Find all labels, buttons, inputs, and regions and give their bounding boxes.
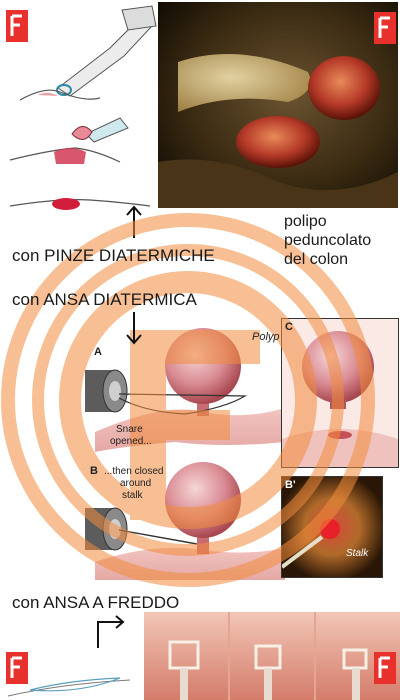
brand-logo-icon [374, 12, 396, 44]
caption-polipo: polipo peduncolato del colon [284, 212, 371, 269]
label-closed-1: ...then closed [104, 466, 164, 477]
label-stalk: Stalk [346, 548, 369, 559]
panel-b-prime [281, 476, 383, 578]
caption-polipo-line3: del colon [284, 251, 349, 268]
endoscopy-photo [158, 2, 398, 208]
label-panel-a: A [94, 346, 102, 358]
label-panel-c: C [285, 321, 293, 333]
brand-logo-icon [6, 652, 28, 684]
caption-ansa-diatermica: con ANSA DIATERMICA [12, 290, 197, 309]
caption-ansa-freddo: con ANSA A FREDDO [12, 593, 180, 612]
label-panel-b: B [90, 465, 98, 477]
arrow-up-icon [126, 205, 142, 238]
forceps-probe-1 [56, 5, 157, 97]
cold-snare-sketch [7, 677, 131, 697]
panel-c [281, 318, 399, 468]
label-snare-opened-1: Snare [116, 424, 143, 435]
arrow-down-icon [126, 312, 142, 345]
label-polyp: Polyp [252, 331, 280, 343]
label-closed-3: stalk [122, 490, 143, 501]
caption-pinze: con PINZE DIATERMICHE [12, 246, 215, 265]
arrow-bend-right-icon [97, 615, 125, 648]
forceps-probe-2 [71, 117, 129, 143]
brand-logo-icon [374, 652, 396, 684]
label-snare-opened-2: opened... [110, 436, 152, 447]
forceps-sketch [9, 5, 157, 210]
caption-polipo-line2: peduncolato [284, 232, 372, 249]
brand-logo-icon [6, 10, 28, 42]
caption-polipo-line1: polipo [284, 213, 327, 230]
label-panel-b-prime: B' [285, 479, 296, 491]
cold-snare-photos [144, 612, 400, 700]
label-closed-2: around [120, 478, 152, 489]
